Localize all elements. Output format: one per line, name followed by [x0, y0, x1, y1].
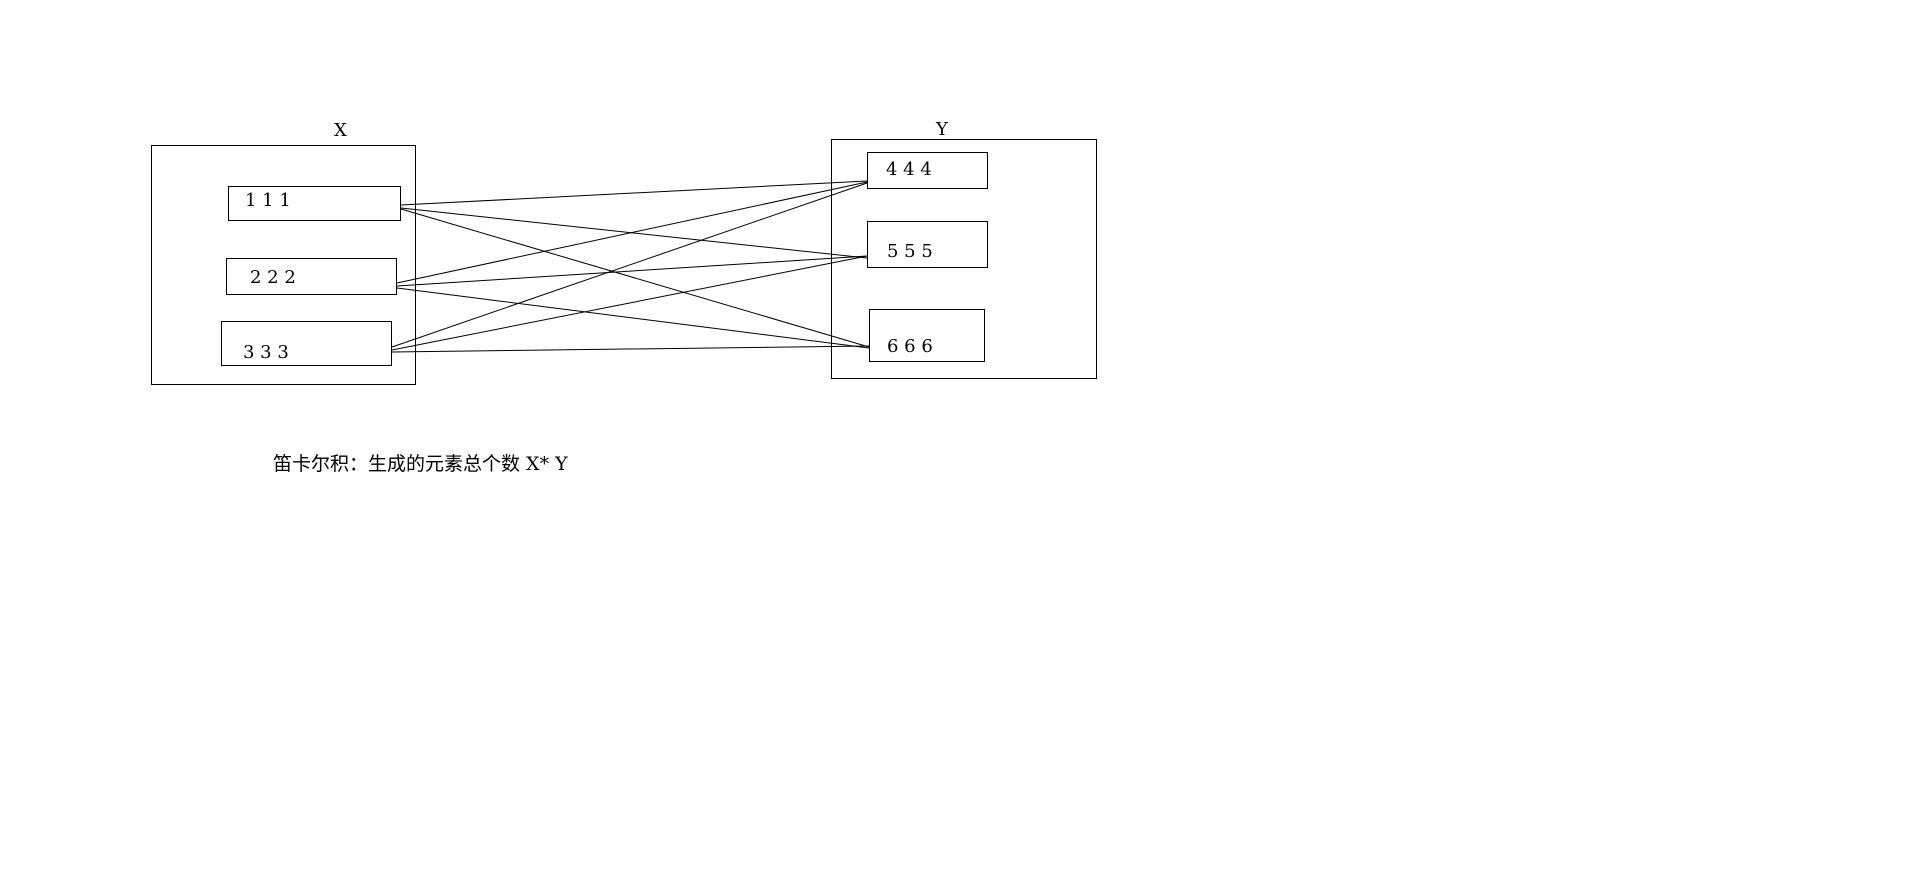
- set-x-element-1: 1 1 1: [228, 186, 401, 221]
- element-label: 1 1 1: [245, 190, 291, 211]
- connection-line-3-5: [391, 255, 868, 351]
- set-x-element-3: 3 3 3: [221, 321, 392, 366]
- set-x-title: X: [334, 120, 347, 141]
- set-y-element-2: 5 5 5: [867, 221, 988, 268]
- set-y-element-3: 6 6 6: [869, 309, 985, 362]
- connection-line-2-5: [396, 255, 868, 287]
- element-label: 5 5 5: [887, 241, 933, 262]
- set-y-title: Y: [936, 119, 948, 140]
- connection-line-1-4: [400, 180, 868, 206]
- connection-line-1-5: [400, 207, 868, 259]
- set-x-element-2: 2 2 2: [226, 258, 397, 295]
- connection-line-3-6: [391, 345, 870, 353]
- connection-line-3-4: [391, 182, 868, 348]
- element-label: 3 3 3: [243, 342, 289, 363]
- element-label: 4 4 4: [886, 159, 932, 180]
- set-y-element-1: 4 4 4: [867, 152, 988, 189]
- connection-line-2-4: [396, 181, 868, 284]
- element-label: 6 6 6: [887, 336, 933, 357]
- connection-line-2-6: [396, 287, 870, 349]
- element-label: 2 2 2: [250, 267, 296, 288]
- diagram-caption: 笛卡尔积：生成的元素总个数 X* Y: [273, 453, 568, 475]
- connection-line-1-6: [400, 208, 870, 348]
